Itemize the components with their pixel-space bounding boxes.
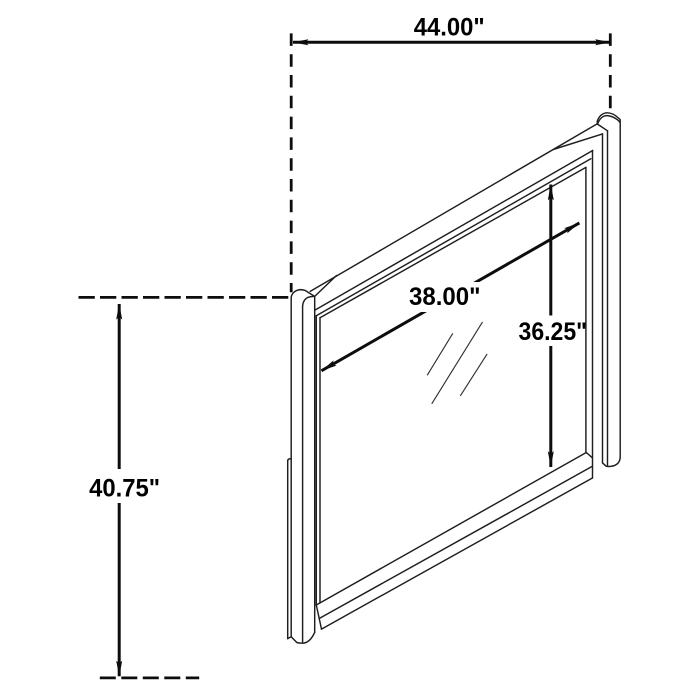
svg-text:40.75": 40.75" xyxy=(89,475,160,503)
svg-text:44.00": 44.00" xyxy=(414,13,485,41)
svg-text:36.25": 36.25" xyxy=(519,318,588,346)
svg-text:38.00": 38.00" xyxy=(409,283,481,311)
